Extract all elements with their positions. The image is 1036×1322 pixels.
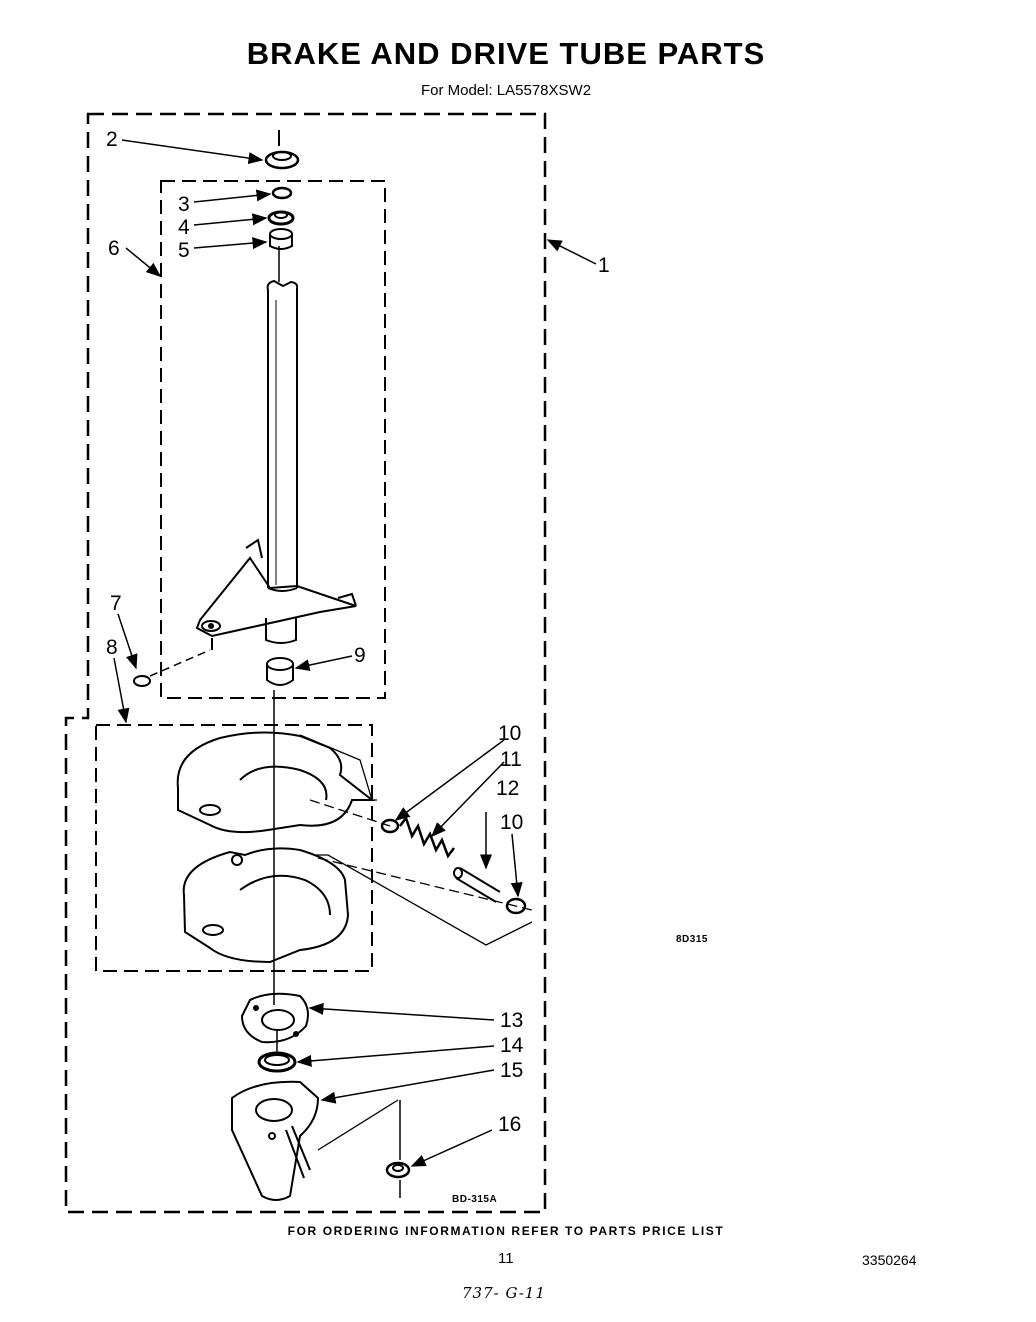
part-5-bushing: [269, 228, 293, 250]
ordering-info-note: FOR ORDERING INFORMATION REFER TO PARTS …: [287, 1224, 725, 1238]
part-3-washer: [271, 186, 293, 200]
leader-part-7: [117, 613, 138, 670]
side-diagram-code: 8D315: [676, 934, 708, 945]
projection-line: [299, 734, 533, 946]
part-11-spring: [399, 815, 455, 859]
leader-part-15: [320, 1069, 495, 1104]
brake-lower-shoe: [182, 847, 350, 964]
part-14-ring: [257, 1051, 297, 1073]
part-10-washer-right: [505, 897, 527, 915]
page-number: 11: [498, 1250, 514, 1267]
leader-part-4: [193, 213, 268, 226]
inner-diagram-code: BD-315A: [452, 1194, 497, 1205]
callout-7: 7: [110, 592, 122, 615]
part-16-nut: [385, 1161, 411, 1179]
callout-5: 5: [178, 239, 190, 262]
part-12-pin: [453, 867, 501, 903]
outer-assembly-boundary: [64, 112, 547, 1214]
callout-2: 2: [106, 128, 118, 151]
part-7-retainer: [133, 675, 151, 687]
part-2-seal: [264, 150, 300, 170]
leader-part-1: [546, 239, 597, 265]
part-10-washer-left: [380, 818, 400, 834]
callout-3: 3: [178, 193, 190, 216]
callout-12: 12: [496, 777, 519, 800]
projection-line: [309, 799, 533, 911]
part-7-leader-dashed: [149, 649, 211, 677]
brake-subassembly-box: [95, 724, 373, 972]
callout-10a: 10: [498, 722, 521, 745]
part-9-bushing: [266, 657, 294, 686]
callout-6: 6: [108, 237, 120, 260]
callout-13: 13: [500, 1009, 523, 1032]
callout-15: 15: [500, 1059, 523, 1082]
callout-9: 9: [354, 644, 366, 667]
leader-part-16: [410, 1129, 493, 1167]
part-15-hub: [231, 1080, 320, 1201]
part-6-drive-tube: [195, 279, 357, 650]
part-13-plate: [240, 992, 309, 1044]
model-subtitle: For Model: LA5578XSW2: [420, 82, 592, 99]
callout-11: 11: [500, 748, 522, 771]
leader-part-10a: [394, 739, 505, 821]
brake-upper-shoe: [176, 731, 375, 834]
leader-part-11: [430, 761, 505, 838]
leader-part-14: [296, 1045, 495, 1067]
callout-1: 1: [598, 254, 610, 277]
drive-tube-subassembly-box: [160, 180, 386, 699]
leader-part-10b: [510, 833, 523, 898]
callout-16: 16: [498, 1113, 521, 1136]
leader-part-2: [121, 139, 264, 165]
handwritten-note: 737- G-11: [462, 1284, 546, 1302]
part-15-leader: [317, 1099, 399, 1151]
page-title: BRAKE AND DRIVE TUBE PARTS: [246, 36, 766, 71]
leader-part-13: [308, 1002, 495, 1021]
callout-10b: 10: [500, 811, 523, 834]
leader-part-8: [113, 657, 130, 724]
leader-part-9: [294, 655, 353, 672]
leader-part-6: [125, 247, 162, 277]
leader-part-3: [193, 189, 272, 203]
part-4-bearing: [267, 210, 295, 226]
callout-8: 8: [106, 636, 118, 659]
document-number: 3350264: [862, 1252, 917, 1268]
callout-4: 4: [178, 216, 190, 239]
callout-14: 14: [500, 1034, 524, 1057]
leader-part-5: [193, 237, 268, 250]
